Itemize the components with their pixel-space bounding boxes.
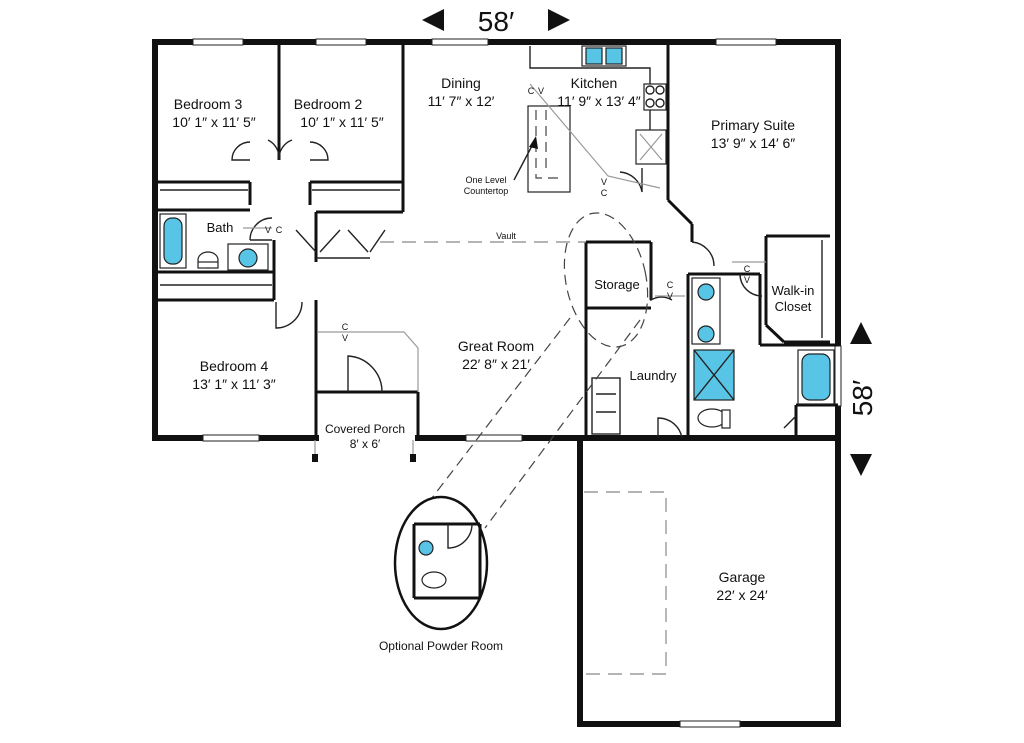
- fixtures: [159, 45, 835, 429]
- primary-suite-size: 13′ 9″ x 14′ 6″: [711, 135, 795, 151]
- great-room-size: 22′ 8″ x 21′: [462, 356, 530, 372]
- bedroom-3-size: 10′ 1″ x 11′ 5″: [172, 114, 255, 130]
- v-marker: V: [744, 275, 750, 285]
- walkin-closet-line2: Closet: [775, 299, 812, 314]
- countertop-note-line2: Countertop: [464, 186, 509, 196]
- covered-porch-size: 8′ x 6′: [350, 437, 381, 451]
- powder-room-inset: [393, 495, 489, 631]
- kitchen-island-icon: [527, 105, 571, 193]
- v-marker: V: [342, 333, 348, 343]
- kitchen-name: Kitchen: [571, 75, 618, 91]
- primary-suite-name: Primary Suite: [711, 117, 795, 133]
- c-marker: C: [276, 225, 283, 235]
- bathtub-basin-icon: [163, 217, 183, 265]
- covered-porch-name: Covered Porch: [325, 422, 405, 436]
- right-arrow-icon: [548, 9, 570, 31]
- bedroom-2-size: 10′ 1″ x 11′ 5″: [300, 114, 383, 130]
- range-icon: [643, 83, 667, 111]
- left-arrow-icon: [422, 9, 444, 31]
- windows: [192, 38, 842, 728]
- bedroom-2-name: Bedroom 2: [294, 96, 363, 112]
- room-labels: Bedroom 3 10′ 1″ x 11′ 5″ Bedroom 2 10′ …: [172, 75, 814, 603]
- depth-dimension: 58′: [847, 322, 878, 476]
- down-arrow-icon: [850, 454, 872, 476]
- width-dimension: 58′: [422, 6, 570, 37]
- sink-icon: [238, 248, 258, 268]
- dining-name: Dining: [441, 75, 481, 91]
- c-marker: C: [744, 264, 751, 274]
- primary-tub-icon: [801, 353, 831, 401]
- vault-note: Vault: [496, 231, 516, 241]
- c-marker: C: [528, 86, 535, 96]
- c-marker: C: [601, 188, 608, 198]
- v-marker: V: [601, 177, 607, 187]
- doors: [231, 139, 797, 439]
- bedroom-4-size: 13′ 1″ x 11′ 3″: [192, 376, 275, 392]
- reference-lines: [243, 83, 766, 675]
- bedroom-4-name: Bedroom 4: [200, 358, 269, 374]
- up-arrow-icon: [850, 322, 872, 344]
- garage-size: 22′ x 24′: [716, 587, 768, 603]
- v-marker: V: [538, 86, 544, 96]
- plan-notes: One Level Countertop Vault Optional Powd…: [265, 86, 751, 653]
- storage-name: Storage: [594, 277, 640, 292]
- kitchen-size: 11′ 9″ x 13′ 4″: [557, 93, 640, 109]
- c-marker: C: [667, 280, 674, 290]
- vanity-sink-icon: [697, 283, 715, 301]
- garage-name: Garage: [719, 569, 766, 585]
- v-marker: V: [265, 225, 271, 235]
- powder-room-caption: Optional Powder Room: [379, 639, 503, 653]
- c-marker: C: [342, 322, 349, 332]
- countertop-note-line1: One Level: [465, 175, 506, 185]
- v-marker: V: [667, 291, 673, 301]
- dining-size: 11′ 7″ x 12′: [428, 93, 495, 109]
- walkin-closet-line1: Walk-in: [772, 283, 815, 298]
- width-label: 58′: [478, 6, 514, 37]
- bath-name: Bath: [207, 220, 234, 235]
- bedroom-3-name: Bedroom 3: [174, 96, 243, 112]
- laundry-name: Laundry: [630, 368, 677, 383]
- interior-walls: [155, 42, 838, 438]
- kitchen-sink-icon: [585, 47, 603, 65]
- depth-label: 58′: [847, 380, 878, 416]
- great-room-name: Great Room: [458, 338, 534, 354]
